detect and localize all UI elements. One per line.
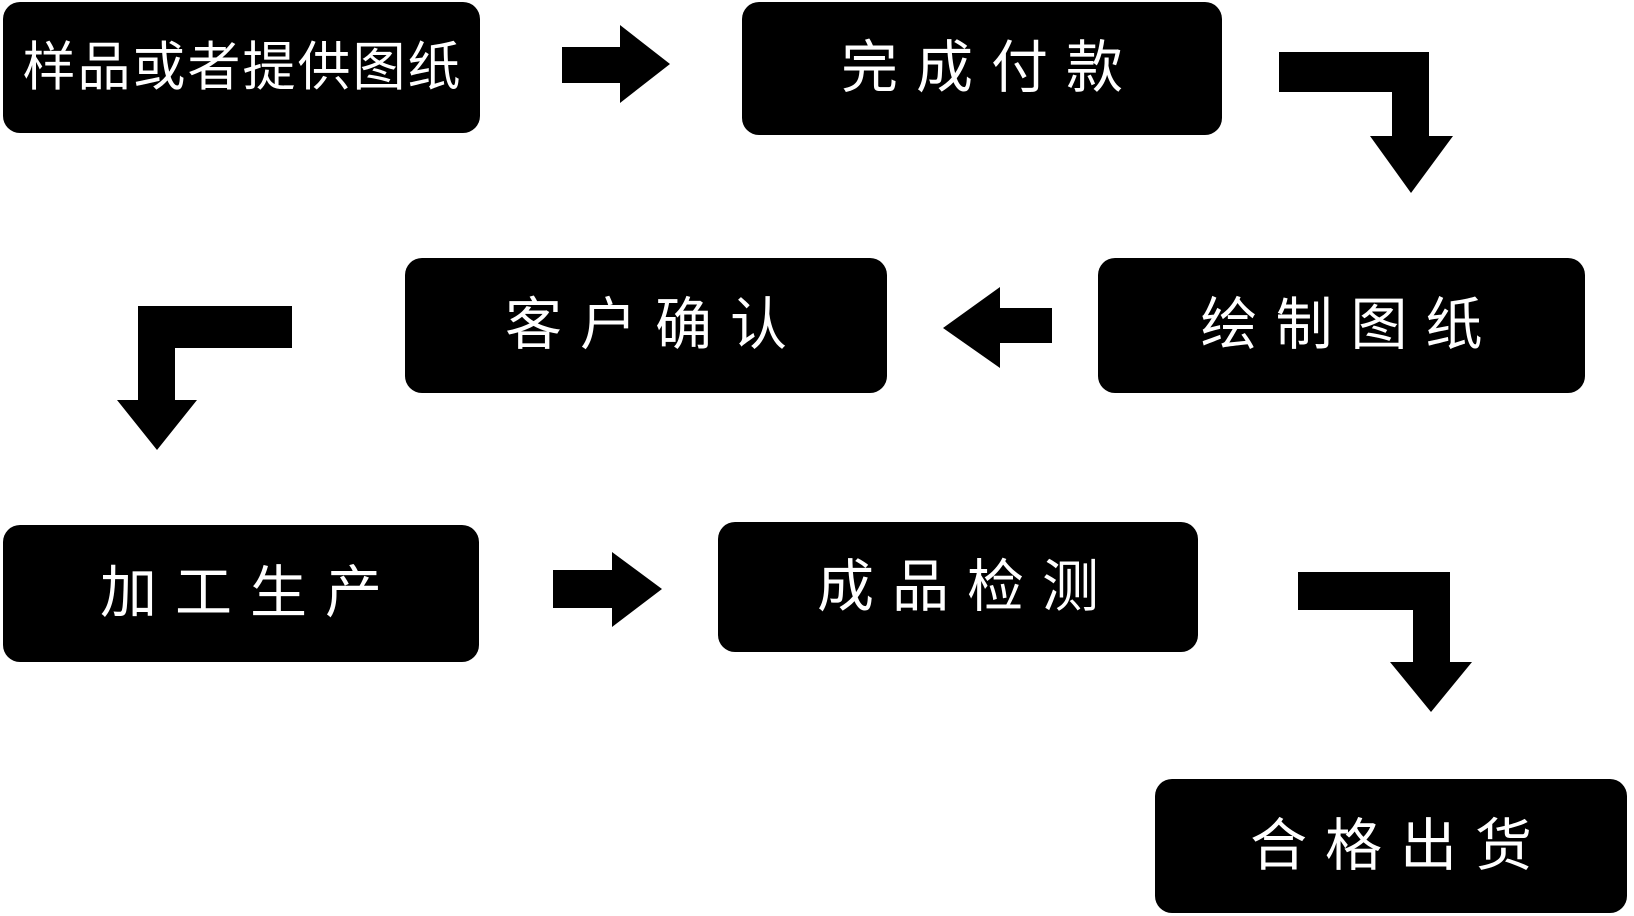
- step-finished-product-inspection: 成品检测: [718, 522, 1198, 652]
- step-customer-confirmation: 客户确认: [405, 258, 887, 393]
- arrow-elbow-step2-to-step3-icon: [1279, 52, 1453, 193]
- step-processing-production: 加工生产: [3, 525, 479, 662]
- step-label: 绘制图纸: [1200, 293, 1501, 357]
- step-label: 客户确认: [505, 293, 805, 357]
- step-label: 成品检测: [817, 554, 1117, 619]
- step-qualified-shipment: 合格出货: [1155, 779, 1627, 913]
- arrow-elbow-step6-to-step7-icon: [1298, 572, 1472, 712]
- step-label: 加工生产: [100, 561, 400, 625]
- step-label: 样品或者提供图纸: [22, 38, 463, 97]
- arrow-elbow-step4-to-step5-icon: [117, 306, 292, 450]
- arrow-right-step1-to-step2-icon: [562, 25, 670, 103]
- step-label: 合格出货: [1250, 813, 1550, 878]
- step-complete-payment: 完成付款: [742, 2, 1222, 135]
- step-label: 完成付款: [841, 36, 1141, 100]
- step-draw-drawings: 绘制图纸: [1098, 258, 1585, 393]
- step-sample-or-provide-drawings: 样品或者提供图纸: [3, 2, 480, 133]
- arrow-left-step3-to-step4-icon: [943, 287, 1052, 368]
- arrow-right-step5-to-step6-icon: [553, 552, 662, 627]
